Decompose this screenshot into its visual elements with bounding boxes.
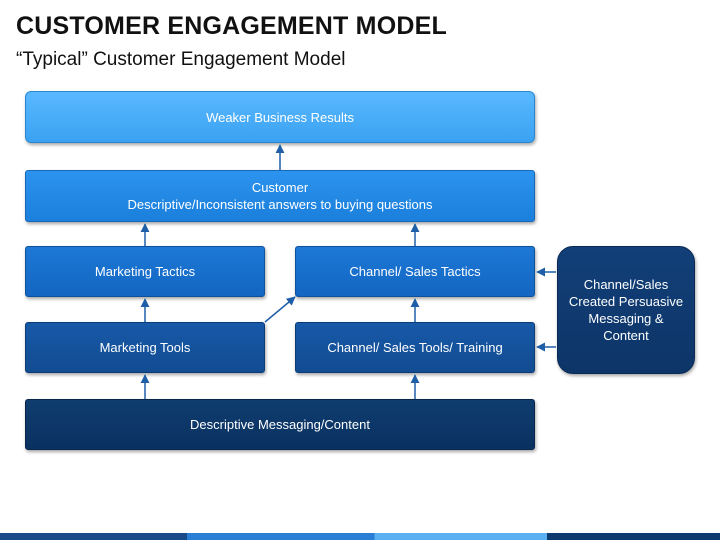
marketing-tactics-box: Marketing Tactics [25, 246, 265, 297]
channel-sales-tactics-box: Channel/ Sales Tactics [295, 246, 535, 297]
persuasive-line-4: Content [603, 328, 649, 343]
descriptive-messaging-label: Descriptive Messaging/Content [190, 417, 370, 432]
page-title: CUSTOMER ENGAGEMENT MODEL [16, 12, 447, 40]
persuasive-messaging-box: Channel/Sales Created Persuasive Messagi… [557, 246, 695, 374]
weaker-business-results-box: Weaker Business Results [25, 91, 535, 143]
weaker-business-results-label: Weaker Business Results [206, 109, 354, 125]
persuasive-line-2: Created Persuasive [568, 294, 684, 309]
page-subtitle: “Typical” Customer Engagement Model [16, 49, 346, 70]
persuasive-line-1: Channel/Sales [583, 277, 669, 292]
footer-color-bar [0, 533, 720, 540]
marketing-tools-box: Marketing Tools [25, 322, 265, 373]
persuasive-line-3: Messaging & [588, 311, 664, 326]
customer-box: Customer Descriptive/Inconsistent answer… [25, 170, 535, 222]
customer-label: Customer [251, 180, 309, 195]
channel-sales-tools-box: Channel/ Sales Tools/ Training [295, 322, 535, 373]
descriptive-messaging-box: Descriptive Messaging/Content [25, 399, 535, 450]
channel-sales-tools-label: Channel/ Sales Tools/ Training [327, 340, 503, 355]
arrow-mtools-to-ctactics [264, 296, 296, 323]
customer-description: Descriptive/Inconsistent answers to buyi… [127, 197, 433, 212]
marketing-tactics-label: Marketing Tactics [94, 264, 196, 279]
marketing-tools-label: Marketing Tools [99, 340, 191, 355]
channel-sales-tactics-label: Channel/ Sales Tactics [349, 264, 481, 279]
